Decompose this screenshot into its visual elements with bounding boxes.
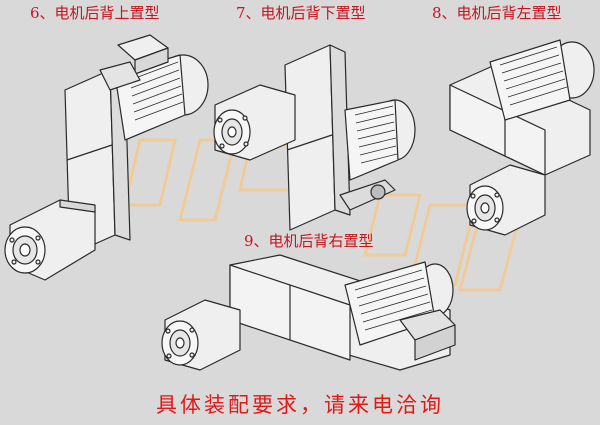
- caption-position-9: 9、电机后背右置型: [244, 232, 374, 250]
- assembly-7: [213, 44, 416, 231]
- assembly-9: [161, 254, 456, 371]
- caption-position-8: 8、电机后背左置型: [432, 4, 562, 22]
- assembly-8: [449, 39, 595, 236]
- caption-position-7: 7、电机后背下置型: [236, 4, 366, 22]
- caption-position-6: 6、电机后背上置型: [30, 4, 160, 22]
- assembly-6: [4, 34, 209, 281]
- contact-note: 具体装配要求，请来电洽询: [156, 393, 444, 417]
